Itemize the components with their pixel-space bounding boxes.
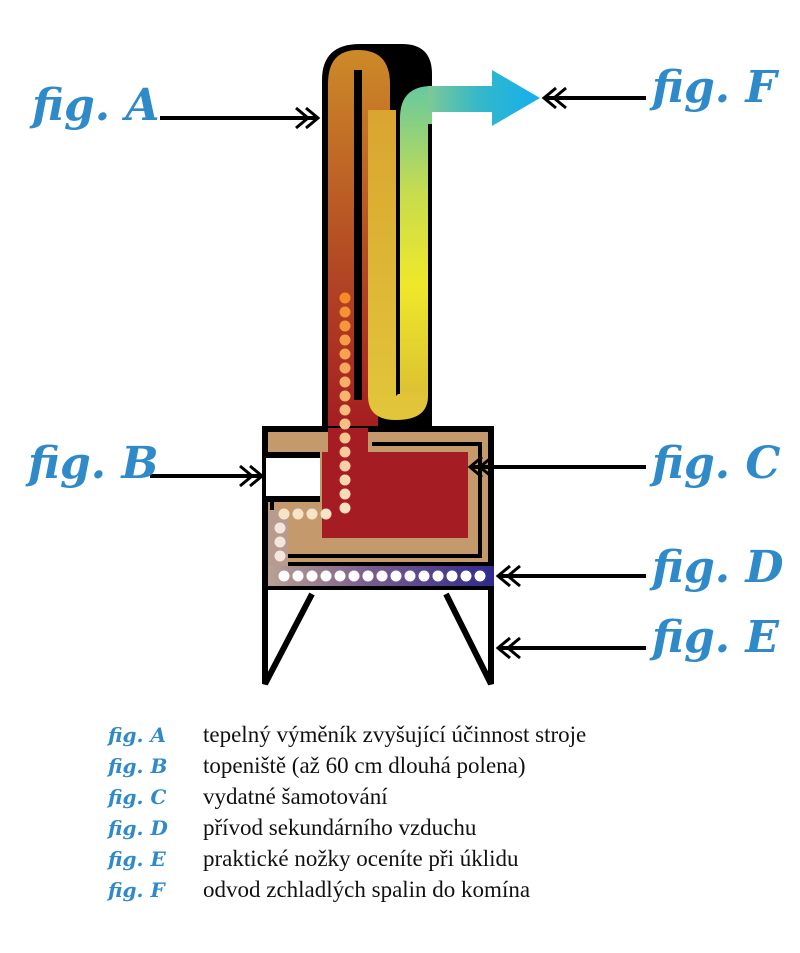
exchanger-divider-right bbox=[396, 112, 400, 394]
legend-description: odvod zchladlých spalin do komína bbox=[203, 877, 531, 902]
legend-row: fig. E praktické nožky oceníte při úklid… bbox=[108, 846, 586, 877]
heat-exchanger bbox=[322, 44, 540, 432]
air-dot bbox=[339, 320, 351, 332]
legend-description: vydatné šamotování bbox=[203, 784, 388, 809]
callout-d: fig. D bbox=[649, 542, 784, 593]
air-dot bbox=[339, 376, 351, 388]
legend-description: topeniště (až 60 cm dlouhá polena) bbox=[203, 753, 526, 778]
fuel-door-frame-bottom bbox=[262, 496, 320, 502]
legend-row: fig. B topeniště (až 60 cm dlouhá polena… bbox=[108, 753, 586, 784]
arrow-f bbox=[541, 86, 646, 110]
legend-key: fig. C bbox=[108, 785, 167, 809]
air-dot bbox=[306, 570, 318, 582]
air-dot bbox=[348, 570, 360, 582]
left-leg bbox=[262, 590, 315, 686]
air-dot bbox=[418, 570, 430, 582]
air-dot bbox=[474, 570, 486, 582]
arrow-e bbox=[495, 636, 646, 660]
air-dot bbox=[339, 460, 351, 472]
arrow-a bbox=[160, 106, 321, 130]
air-dot bbox=[292, 508, 304, 520]
air-dot bbox=[274, 536, 286, 548]
callout-arrows bbox=[150, 86, 646, 660]
stove-diagram: fig. A fig. B fig. C fig. D fig. E fig. … bbox=[25, 44, 784, 686]
air-dot bbox=[334, 570, 346, 582]
air-dot bbox=[278, 508, 290, 520]
legend: fig. A tepelný výměník zvyšující účinnos… bbox=[108, 722, 586, 908]
air-dot bbox=[339, 488, 351, 500]
right-leg bbox=[443, 590, 494, 686]
legend-row: fig. C vydatné šamotování bbox=[108, 784, 586, 815]
air-dot bbox=[460, 570, 472, 582]
callout-b: fig. B bbox=[25, 438, 159, 489]
air-dot bbox=[278, 570, 290, 582]
firebox-body bbox=[262, 426, 494, 590]
legend-description: přívod sekundárního vzduchu bbox=[203, 815, 477, 840]
air-dot bbox=[404, 570, 416, 582]
air-dot bbox=[274, 522, 286, 534]
arrow-c bbox=[467, 455, 646, 479]
callout-e: fig. E bbox=[649, 612, 780, 663]
air-dot bbox=[339, 390, 351, 402]
air-dot bbox=[320, 508, 332, 520]
air-dot bbox=[376, 570, 388, 582]
legend-description: tepelný výměník zvyšující účinnost stroj… bbox=[203, 722, 587, 747]
air-dot bbox=[274, 550, 286, 562]
exhaust-arrow bbox=[428, 70, 540, 126]
flue-channel-rise bbox=[400, 86, 432, 392]
callout-a: fig. A bbox=[29, 80, 160, 131]
legend-key: fig. F bbox=[108, 878, 165, 902]
air-dot bbox=[362, 570, 374, 582]
air-dot bbox=[339, 502, 351, 514]
air-dot bbox=[339, 306, 351, 318]
air-dot bbox=[339, 334, 351, 346]
air-dot bbox=[390, 570, 402, 582]
stove-legs bbox=[262, 590, 494, 686]
arrow-d bbox=[495, 564, 646, 588]
air-dot bbox=[339, 432, 351, 444]
fuel-door-frame-top bbox=[262, 452, 320, 458]
air-dot bbox=[339, 292, 351, 304]
air-dot bbox=[339, 446, 351, 458]
legend-key: fig. D bbox=[108, 816, 168, 840]
air-dot bbox=[339, 348, 351, 360]
exchanger-divider bbox=[354, 70, 362, 400]
legend-row: fig. A tepelný výměník zvyšující účinnos… bbox=[108, 722, 586, 753]
air-dot bbox=[306, 508, 318, 520]
legend-row: fig. D přívod sekundárního vzduchu bbox=[108, 815, 586, 846]
air-dot bbox=[292, 570, 304, 582]
legend-key: fig. B bbox=[108, 754, 168, 778]
arrow-b bbox=[150, 464, 265, 488]
air-dot bbox=[432, 570, 444, 582]
legend-key: fig. E bbox=[108, 847, 166, 871]
callout-f: fig. F bbox=[649, 62, 779, 113]
air-dot bbox=[320, 570, 332, 582]
air-flow-dots bbox=[274, 292, 486, 582]
air-dot bbox=[339, 474, 351, 486]
air-dot bbox=[339, 362, 351, 374]
legend-key: fig. A bbox=[108, 723, 166, 747]
callout-c: fig. C bbox=[649, 438, 780, 489]
fuel-door-opening bbox=[266, 458, 320, 498]
legend-description: praktické nožky oceníte při úklidu bbox=[203, 846, 519, 871]
air-dot bbox=[339, 418, 351, 430]
legend-row: fig. F odvod zchladlých spalin do komína bbox=[108, 877, 586, 908]
air-dot bbox=[446, 570, 458, 582]
air-dot bbox=[339, 404, 351, 416]
